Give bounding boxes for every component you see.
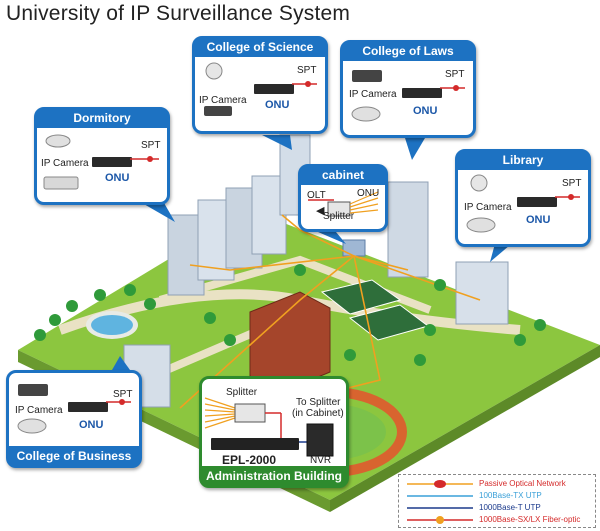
callout-college-of-laws: College of Laws IP Camera ONU SPT <box>340 40 476 138</box>
legend-swatch-fiber-optic <box>407 516 473 524</box>
callout-footer: Administration Building <box>201 466 347 486</box>
bullet-camera-icon <box>43 176 79 190</box>
laws-building <box>387 181 429 278</box>
ip-camera-label: IP Camera <box>464 202 512 213</box>
laws-devices <box>351 70 465 122</box>
callout-header: cabinet <box>300 166 386 185</box>
spt-label: SPT <box>141 140 161 151</box>
to-splitter-label: To Splitter <box>296 397 341 408</box>
spt-marker <box>568 194 574 200</box>
ip-camera-label: IP Camera <box>349 89 397 100</box>
onu-label: ONU <box>526 214 551 226</box>
legend-row-fiber-optic: 1000Base-SX/LX Fiber-optic <box>403 514 593 526</box>
legend-row-pon: Passive Optical Network <box>403 478 593 490</box>
onu-label: ONU <box>105 172 130 184</box>
callout-header: College of Science <box>194 38 326 57</box>
onu-label: ONU <box>413 105 438 117</box>
dome-camera-icon <box>17 418 47 434</box>
tennis-court-1 <box>320 279 402 315</box>
epl-2000-device-icon <box>211 438 299 450</box>
spt-marker <box>147 156 153 162</box>
onu-label: ONU <box>265 99 290 111</box>
callout-header: Dormitory <box>36 109 168 128</box>
library-building <box>455 261 509 325</box>
onu-device-icon <box>68 402 108 412</box>
splitter-label: Splitter <box>226 387 258 398</box>
dome-camera-icon <box>351 106 381 122</box>
ip-camera-label: IP Camera <box>199 95 247 106</box>
spt-label: SPT <box>113 389 133 400</box>
ground-edge-right <box>330 345 600 512</box>
onu-label: ONU <box>79 419 104 431</box>
callout-cabinet: cabinet ◀ OLT ONU Splitter <box>298 164 388 232</box>
bullet-camera-icon <box>204 106 232 116</box>
splitter-fibers <box>349 191 379 214</box>
library-devices <box>466 174 580 233</box>
diagram-title: University of IP Surveillance System <box>6 2 351 25</box>
spt-marker <box>305 81 311 87</box>
spt-label: SPT <box>445 69 465 80</box>
spt-marker <box>453 85 459 91</box>
cabinet-box <box>342 239 366 257</box>
legend-swatch-100base-tx <box>407 495 473 497</box>
pointer-laws <box>405 138 425 160</box>
legend-swatch-pon <box>407 480 473 488</box>
dormitory-devices <box>43 134 159 190</box>
admin-devices <box>204 397 334 457</box>
arrow-left-icon: ◀ <box>316 205 325 217</box>
admin-splitter-fibers <box>204 397 236 429</box>
business-devices <box>17 384 131 434</box>
legend-row-100base-tx: 100Base-TX UTP <box>403 490 593 502</box>
legend: Passive Optical Network 100Base-TX UTP 1… <box>398 474 596 528</box>
onu-device-icon <box>402 88 442 98</box>
pointer-cabinet <box>318 232 346 244</box>
spt-marker <box>119 399 125 405</box>
nvr-device-icon <box>306 423 334 457</box>
legend-label-pon: Passive Optical Network <box>479 479 566 488</box>
ptz-camera-icon <box>470 174 488 192</box>
spt-label: SPT <box>562 178 582 189</box>
onu-device-icon <box>517 197 557 207</box>
dormitory-buildings <box>167 175 287 296</box>
pointer-science <box>262 135 292 150</box>
ptz-camera-icon <box>205 62 223 80</box>
callout-college-of-business: IP Camera ONU SPT College of Business <box>6 370 142 468</box>
ip-camera-label: IP Camera <box>15 405 63 416</box>
admin-splitter-icon <box>234 403 266 423</box>
box-camera-icon <box>352 70 382 82</box>
onu-device-icon <box>92 157 132 167</box>
nvr-label: NVR <box>310 455 332 466</box>
olt-label: OLT <box>307 190 326 201</box>
legend-swatch-1000base-t <box>407 507 473 509</box>
spt-label: SPT <box>297 65 317 76</box>
legend-label-1000base-t: 1000Base-T UTP <box>479 503 541 512</box>
splitter-label: Splitter <box>323 211 355 222</box>
cabinet-devices: ◀ <box>308 191 379 217</box>
box-camera-icon <box>18 384 48 396</box>
onu-device-icon <box>254 84 294 94</box>
ip-camera-label: IP Camera <box>41 158 89 169</box>
epl-2000-label: EPL-2000 <box>222 453 277 467</box>
callout-footer: College of Business <box>8 446 140 466</box>
onu-label: ONU <box>357 188 380 199</box>
callout-header: Library <box>457 151 589 170</box>
callout-library: Library IP Camera ONU SPT <box>455 149 591 247</box>
splitter-icon <box>327 201 351 217</box>
in-cabinet-label: (in Cabinet) <box>292 408 344 419</box>
legend-label-fiber-optic: 1000Base-SX/LX Fiber-optic <box>479 515 581 524</box>
science-devices <box>204 62 317 116</box>
callout-header: College of Laws <box>342 42 474 61</box>
legend-label-100base-tx: 100Base-TX UTP <box>479 491 542 500</box>
pond <box>91 315 133 335</box>
callout-administration-building: Splitter To Splitter (in Cabinet) EPL-20… <box>199 376 349 488</box>
legend-row-1000base-t: 1000Base-T UTP <box>403 502 593 514</box>
trees <box>34 264 546 366</box>
dome-camera-icon <box>45 134 71 148</box>
dome-camera-icon <box>466 217 496 233</box>
callout-college-of-science: College of Science IP Camera ONU SPT <box>192 36 328 134</box>
pointer-business <box>112 356 130 370</box>
callout-dormitory: Dormitory IP Camera ONU SPT <box>34 107 170 205</box>
